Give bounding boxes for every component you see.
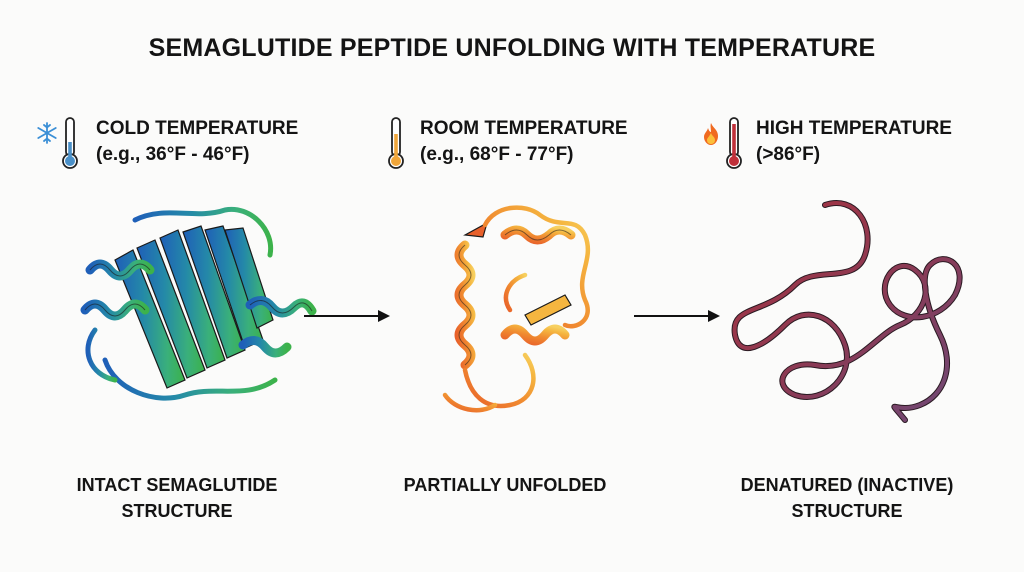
high-temperature-range: (>86°F) <box>756 144 821 165</box>
room-temperature-header: ROOM TEMPERATURE (e.g., 68°F - 77°F) <box>378 116 628 172</box>
cold-temperature-header: COLD TEMPERATURE (e.g., 36°F - 46°F) <box>34 116 298 172</box>
high-icons <box>700 116 750 172</box>
high-temperature-header: HIGH TEMPERATURE (>86°F) <box>700 116 952 172</box>
partially-unfolded-label: PARTIALLY UNFOLDED <box>380 472 630 498</box>
transition-arrow <box>304 310 390 322</box>
room-temperature-title: ROOM TEMPERATURE <box>420 118 628 139</box>
intact-structure-label: INTACT SEMAGLUTIDE STRUCTURE <box>52 472 302 524</box>
thermometer-icon <box>62 117 78 169</box>
cold-temperature-range: (e.g., 36°F - 46°F) <box>96 144 250 165</box>
denatured-structure-label: DENATURED (INACTIVE) STRUCTURE <box>722 472 972 524</box>
room-icons <box>378 116 412 172</box>
label-line: STRUCTURE <box>791 501 903 521</box>
thermometer-icon <box>388 117 404 169</box>
high-temperature-title: HIGH TEMPERATURE <box>756 118 952 139</box>
label-line: PARTIALLY UNFOLDED <box>403 475 607 495</box>
cold-icons <box>34 116 90 172</box>
transition-arrow <box>634 310 720 322</box>
flame-icon <box>704 123 718 145</box>
denatured-structure-illustration <box>731 200 963 423</box>
label-line: INTACT SEMAGLUTIDE <box>76 475 278 495</box>
page-title: SEMAGLUTIDE PEPTIDE UNFOLDING WITH TEMPE… <box>148 34 876 62</box>
room-temperature-range: (e.g., 68°F - 77°F) <box>420 144 574 165</box>
intact-structure-illustration <box>80 206 317 401</box>
partially-unfolded-illustration <box>442 205 591 413</box>
thermometer-icon <box>726 117 742 169</box>
snowflake-icon <box>37 122 57 144</box>
cold-temperature-title: COLD TEMPERATURE <box>96 118 299 139</box>
label-line: STRUCTURE <box>121 501 233 521</box>
label-line: DENATURED (INACTIVE) <box>740 475 954 495</box>
